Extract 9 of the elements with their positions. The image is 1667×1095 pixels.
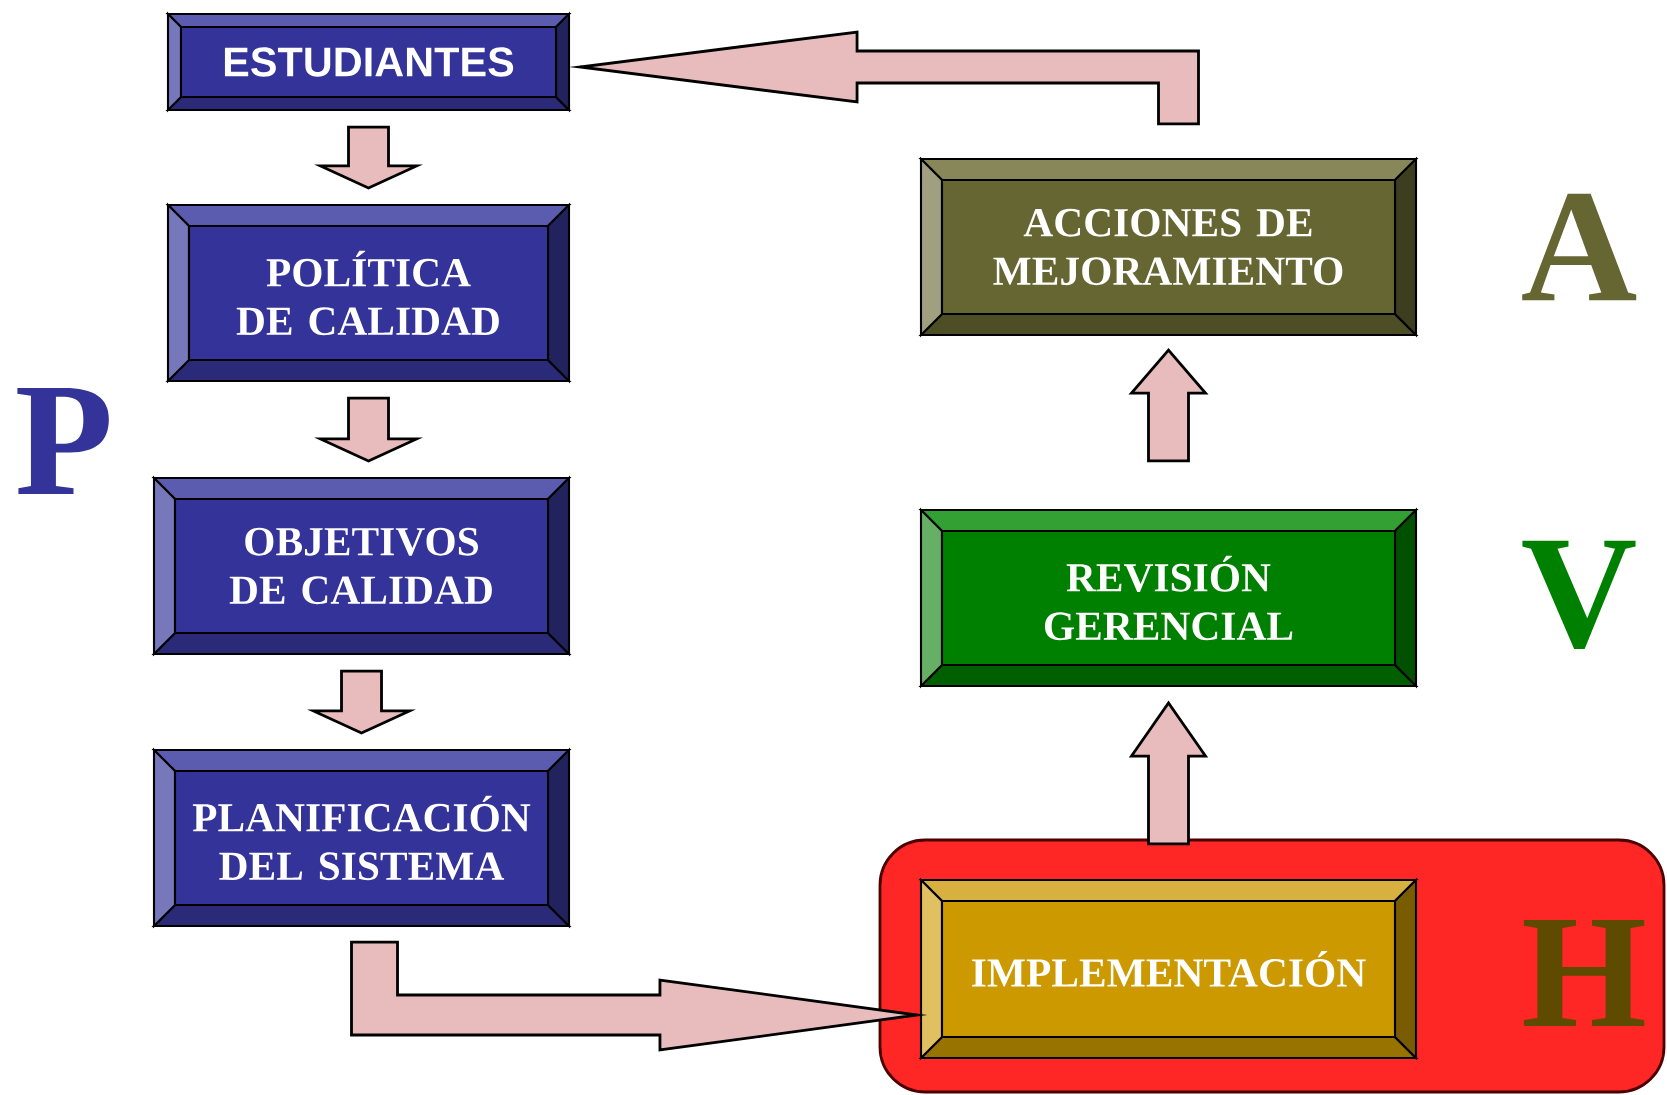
cycle-letter: A bbox=[1522, 193, 1637, 301]
block-arrow bbox=[314, 125, 423, 190]
block-arrow bbox=[1128, 347, 1209, 463]
cycle-letter: H bbox=[1523, 920, 1645, 1026]
cycle-letter: P bbox=[17, 388, 109, 494]
block-arrow bbox=[314, 396, 423, 463]
block-arrow bbox=[1128, 700, 1209, 846]
cycle-letter: V bbox=[1522, 540, 1636, 650]
block-arrow bbox=[307, 669, 416, 735]
